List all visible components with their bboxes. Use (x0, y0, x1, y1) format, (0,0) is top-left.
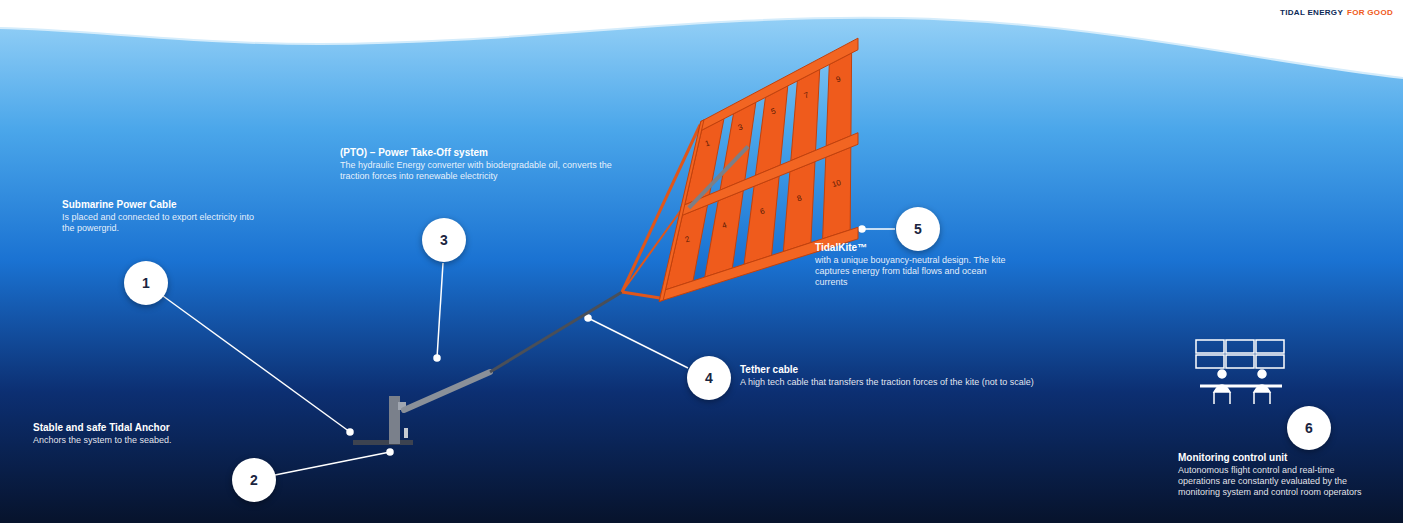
kite-part (783, 162, 815, 252)
part-description: with a unique bouyancy-neutral design. T… (815, 255, 1020, 288)
callout-number: 3 (440, 232, 448, 248)
part-heading: Submarine Power Cable (62, 199, 262, 211)
part-heading: TidalKite™ (815, 242, 1025, 254)
callout-circle: 5 (896, 207, 940, 251)
part-description: Autonomous flight control and real-time … (1178, 465, 1363, 498)
callout-circle: 1 (124, 261, 168, 305)
callout-number: 2 (250, 472, 258, 488)
part-description: Is placed and connected to export electr… (62, 212, 257, 234)
part-heading: Stable and safe Tidal Anchor (33, 422, 233, 434)
tidal-anchor (353, 396, 413, 445)
kite-part (826, 53, 851, 146)
logo-text: FOR GOOD (1347, 8, 1393, 17)
kite-part (679, 133, 858, 217)
kite-bridle (622, 292, 660, 298)
callout-number: 5 (914, 221, 922, 237)
part-description: Anchors the system to the seabed. (33, 435, 243, 446)
logo-text: TIDAL ENERGY (1280, 8, 1343, 17)
kite-bridle (689, 146, 748, 208)
callout-circle: 4 (687, 356, 731, 400)
callout-circle: 3 (422, 218, 466, 262)
kite-part (791, 69, 820, 160)
kite-part (659, 120, 704, 302)
kite-part (823, 147, 851, 239)
callout-circle: 6 (1287, 406, 1331, 450)
kite-part (744, 176, 779, 264)
part-heading: (PTO) – Power Take-Off system (340, 147, 630, 159)
control-room-icon (1196, 340, 1284, 404)
part-description: The hydraulic Energy converter with biod… (340, 160, 625, 182)
part-description: A high tech cable that transfers the tra… (740, 377, 1045, 388)
callout-number: 4 (705, 370, 713, 386)
callout-number: 6 (1305, 420, 1313, 436)
part-heading: Monitoring control unit (1178, 452, 1348, 464)
part-heading: Tether cable (740, 364, 1050, 376)
kite-part (698, 38, 858, 132)
callout-number: 1 (142, 275, 150, 291)
callout-circle: 2 (232, 458, 276, 502)
